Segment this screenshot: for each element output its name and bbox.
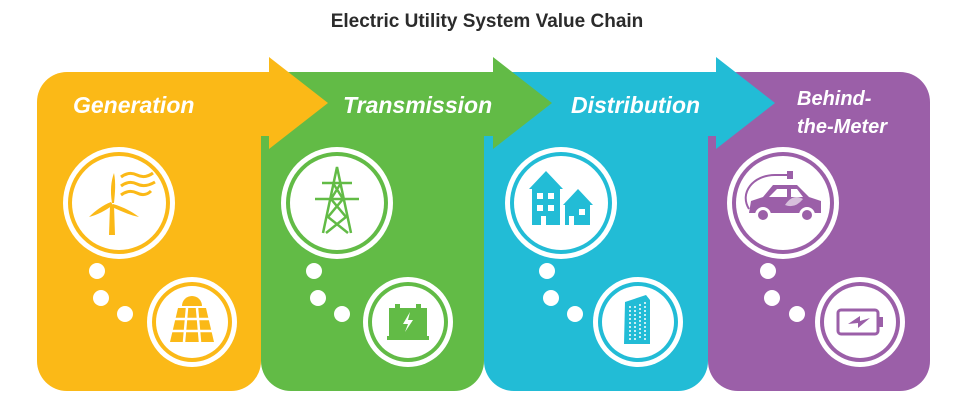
houses-icon — [505, 147, 617, 259]
stage-label-behind-line1: Behind- — [797, 88, 872, 110]
stage-label-behind-line2: the-Meter — [797, 116, 888, 138]
arrow-head — [716, 57, 775, 149]
battery-icon — [815, 277, 905, 367]
office-building-icon — [593, 277, 683, 367]
solar-panel-icon — [147, 277, 237, 367]
stage-label-distribution: Distribution — [571, 92, 700, 118]
battery-storage-icon — [363, 277, 453, 367]
wind-turbine-icon — [63, 147, 175, 259]
thought-dots — [306, 263, 350, 322]
thought-dots — [89, 263, 133, 322]
stage-label-transmission: Transmission — [343, 92, 492, 118]
thought-dots — [539, 263, 583, 322]
arrow-head — [269, 57, 328, 149]
transmission-tower-icon — [281, 147, 393, 259]
stage-label-generation: Generation — [73, 92, 194, 118]
electric-car-icon — [727, 147, 839, 259]
thought-dots — [760, 263, 805, 322]
arrow-head — [493, 57, 552, 149]
diagram-title: Electric Utility System Value Chain — [331, 11, 644, 32]
